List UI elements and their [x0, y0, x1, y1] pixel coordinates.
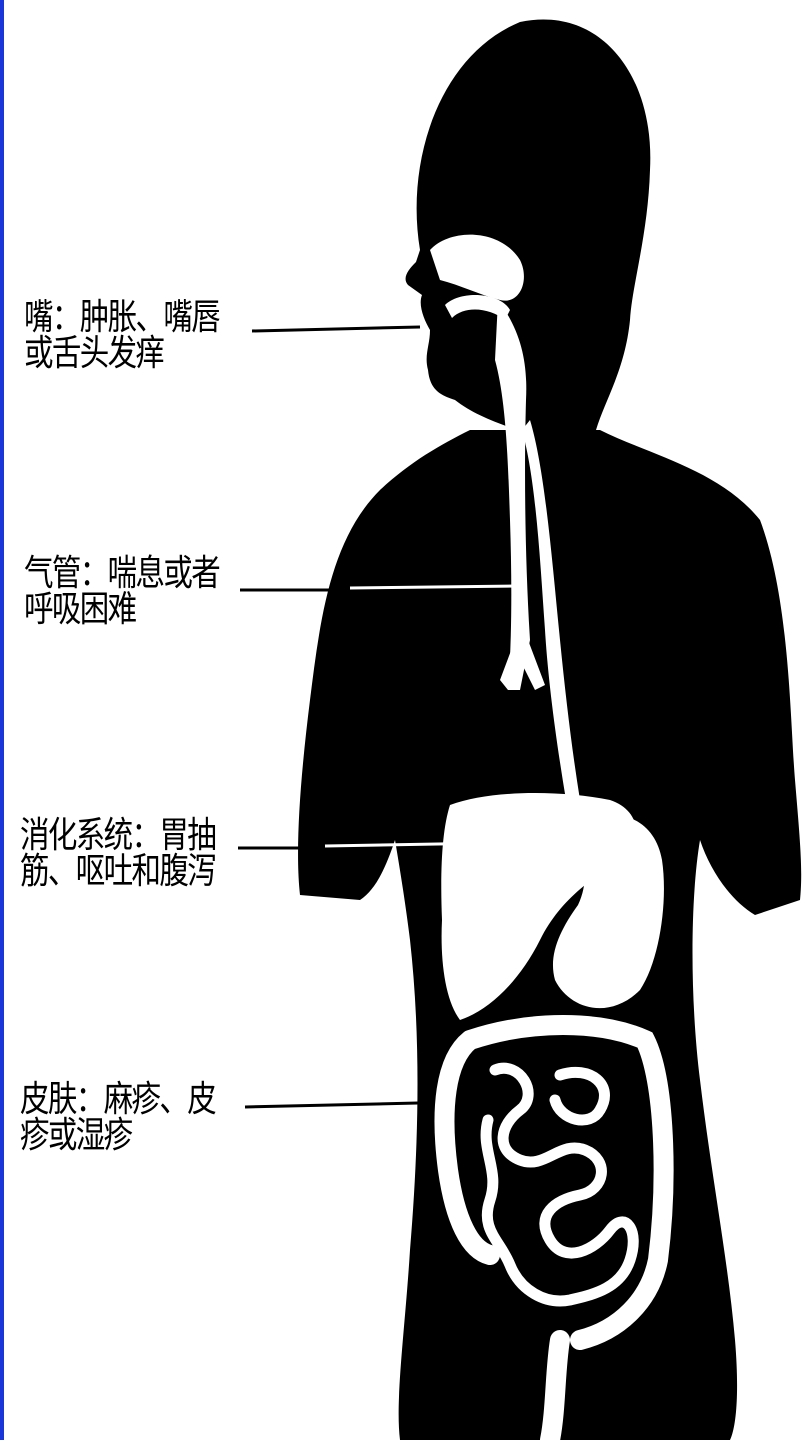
trachea-leader-inner	[350, 586, 515, 588]
digestive-label-line1: 消化系统：胃抽	[20, 818, 215, 854]
trachea-label-line1: 气管：喘息或者	[24, 556, 219, 592]
skin-leader	[245, 1103, 418, 1107]
digestive-label: 消化系统：胃抽 筋、呕吐和腹泻	[20, 818, 215, 890]
mouth-label: 嘴：肿胀、嘴唇 或舌头发痒	[24, 300, 219, 372]
mouth-label-line1: 嘴：肿胀、嘴唇	[24, 300, 219, 336]
mouth-label-line2: 或舌头发痒	[24, 336, 219, 372]
skin-label-line2: 疹或湿疹	[20, 1118, 215, 1154]
skin-label: 皮肤：麻疹、皮 疹或湿疹	[20, 1082, 215, 1154]
digestive-label-line2: 筋、呕吐和腹泻	[20, 854, 215, 890]
trachea-label-line2: 呼吸困难	[24, 592, 219, 628]
head-silhouette	[406, 19, 651, 440]
skin-label-line1: 皮肤：麻疹、皮	[20, 1082, 215, 1118]
mouth-leader	[252, 327, 420, 331]
trachea-label: 气管：喘息或者 呼吸困难	[24, 556, 219, 628]
